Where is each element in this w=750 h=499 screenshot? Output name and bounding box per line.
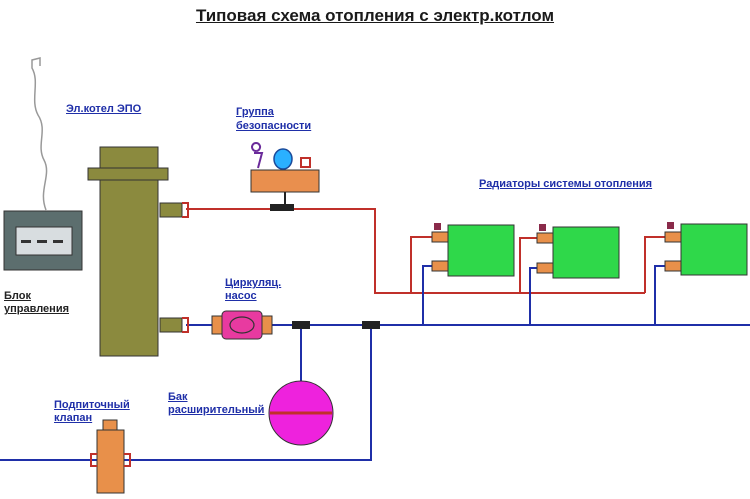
feed-valve-label-line2: клапан (54, 412, 93, 424)
radiator-3 (664, 222, 748, 276)
control-unit-label-line2: управления (4, 303, 70, 315)
radiator-2 (536, 224, 620, 279)
return-tee-1 (292, 321, 310, 329)
safety-group-label-line2: безопасности (236, 120, 312, 132)
radiator-1 (431, 223, 515, 277)
circulation-pump (211, 310, 273, 340)
pump-label-line1: Циркуляц. (225, 277, 282, 289)
electric-boiler (87, 146, 189, 357)
tank-label-line2: расширительный (168, 404, 265, 416)
feed-valve-label-line1: Подпиточный (54, 399, 130, 411)
control-unit-label-line1: Блок (4, 290, 31, 302)
tank-label-line1: Бак (168, 391, 188, 403)
smoke-line (31, 57, 48, 211)
expansion-tank (268, 380, 334, 446)
safety-group (250, 142, 320, 211)
control-unit (3, 210, 83, 271)
safety-group-label-line1: Группа (236, 106, 274, 118)
return-tee-2 (362, 321, 380, 329)
feed-valve (90, 419, 131, 494)
diagram-title: Типовая схема отопления с электр.котлом (195, 6, 555, 25)
pump-label-line2: насос (225, 290, 257, 302)
boiler-label: Эл.котел ЭПО (66, 103, 142, 115)
radiators-label: Радиаторы системы отопления (479, 178, 653, 190)
